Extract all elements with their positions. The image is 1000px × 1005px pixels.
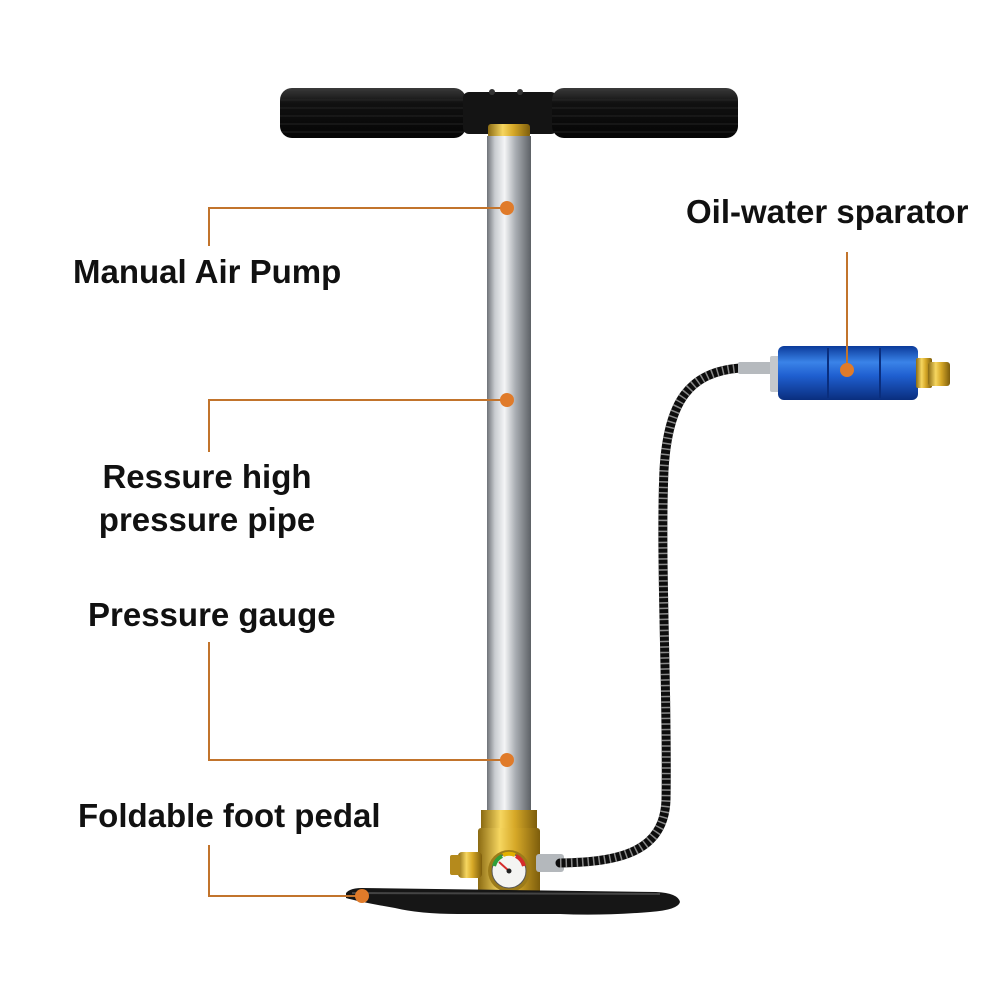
dot-pressure-pipe <box>500 393 514 407</box>
label-foot-pedal: Foldable foot pedal <box>78 797 381 834</box>
leader-foot-pedal <box>208 845 362 897</box>
leader-pressure-gauge <box>208 642 507 761</box>
handle-center <box>463 92 557 134</box>
leader-manual-air-pump <box>208 207 507 246</box>
label-manual-air-pump: Manual Air Pump <box>73 253 342 290</box>
dot-manual-air-pump <box>500 201 514 215</box>
label-pressure-pipe-line2: pressure pipe <box>98 500 316 538</box>
dot-oil-water-separator <box>840 363 854 377</box>
pump-tube <box>487 136 531 816</box>
dot-foot-pedal <box>355 889 369 903</box>
bleed-valve <box>458 852 482 878</box>
foot-pedal <box>346 888 680 915</box>
high-pressure-hose <box>555 362 777 868</box>
label-pressure-gauge: Pressure gauge <box>88 596 336 633</box>
handle <box>280 88 738 138</box>
handle-collar <box>488 124 530 138</box>
leader-pressure-pipe <box>208 399 507 452</box>
outlet-fitting <box>536 854 564 872</box>
callout-dots <box>355 201 854 903</box>
dot-pressure-gauge <box>500 753 514 767</box>
label-pressure-pipe: Ressure high pressure pipe <box>82 456 332 542</box>
pressure-gauge-dial <box>488 850 530 892</box>
oil-water-separator <box>770 346 950 400</box>
leader-lines <box>208 207 848 897</box>
label-pressure-pipe-line1: Ressure high <box>102 458 312 495</box>
label-oil-water-separator: Oil-water sparator <box>686 193 969 230</box>
